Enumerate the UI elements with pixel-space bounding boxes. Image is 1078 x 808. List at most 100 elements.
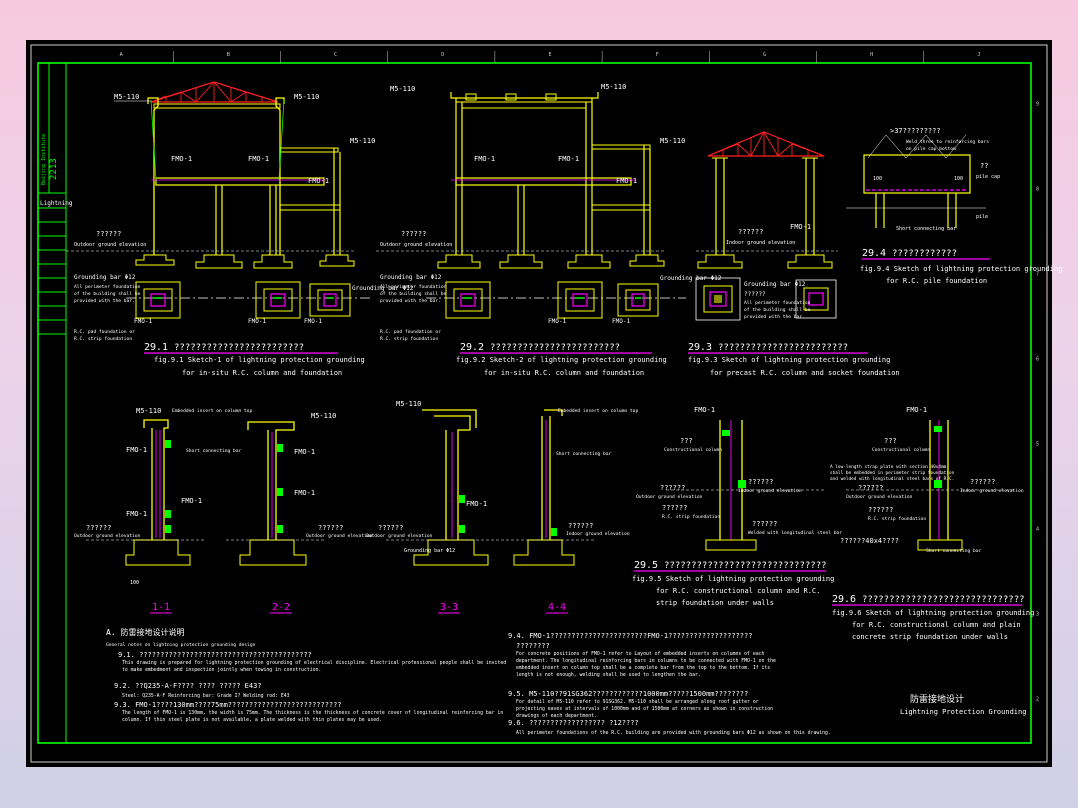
fig-9-1-subtitle-en: for in-situ R.C. column and foundation	[182, 369, 342, 377]
note-4-title-2: ????????	[516, 642, 550, 650]
fig-9-6-subtitle-en-2: concrete strip foundation under walls	[852, 633, 1008, 641]
q-label: ??????	[568, 522, 593, 530]
pad-note: R.C. pad foundation or	[380, 329, 441, 335]
embedded-insert-label: Embedded insert on column top	[172, 408, 252, 414]
indoor-ground-label: Indoor ground elevation	[566, 531, 630, 537]
grid-letter: D	[441, 52, 444, 58]
fmo-label: FMO-1	[906, 406, 927, 414]
grid-letter: E	[549, 52, 552, 58]
fig-9-3-title-en: fig.9.3 Sketch of lightning protection g…	[688, 356, 890, 364]
constructional-column-label: Constructional column	[664, 447, 722, 453]
q-label: ???	[884, 437, 897, 445]
pile-label: pile	[976, 214, 988, 220]
long-bar-note-2: shall be embedded in perimeter strip fou…	[830, 470, 955, 476]
outdoor-ground-label: Outdoor ground elevation	[366, 533, 433, 539]
grounding-bar-label: Grounding bar Φ12	[744, 281, 806, 288]
long-bar-note: A low-length strap plate with section 40…	[830, 464, 947, 470]
short-connect-label: Short connecting bar	[186, 448, 242, 454]
note-5-text: For detail of M5-110 refer to 91SG362. M…	[516, 700, 774, 719]
long-bar-note-3: and welded with longitudinal steel bars …	[830, 476, 954, 482]
m5-label: M5-110	[396, 400, 421, 408]
fig-9-2-title-en: fig.9.2 Sketch-2 of lightning protection…	[456, 356, 667, 364]
outdoor-ground-label: Outdoor ground elevation	[846, 494, 913, 500]
grounding-bar-label: Grounding bar Φ12	[380, 274, 442, 281]
note-3-title: 9.3. FMO-1????130mm????75mm?????????????…	[114, 701, 342, 709]
inner-frame	[37, 62, 1032, 744]
fig-9-4-number: 29.4	[862, 248, 886, 259]
pad-note-2: R.C. strip foundation	[380, 336, 438, 342]
fig-9-5-title-cn: ??????????????????????????????	[664, 561, 827, 571]
m5-label: M5-110	[350, 137, 375, 145]
grounding-bar-label: Grounding bar Φ12	[404, 548, 455, 554]
grid-number: 6	[1036, 357, 1039, 363]
q-label: ??????	[858, 484, 883, 492]
grounding-bar-label: Grounding bar Φ12	[660, 275, 722, 282]
q-label: ???	[680, 437, 693, 445]
perimeter-note: All perimeter foundation	[380, 284, 447, 290]
fig-9-5-title-en: fig.9.5 Sketch of lightning protection g…	[632, 575, 834, 583]
fmo-label: FMO-1	[612, 318, 630, 325]
perimeter-note: All perimeter foundation	[744, 300, 811, 306]
indoor-ground-label: Indoor ground elevation	[960, 488, 1024, 494]
fig-9-6-subtitle-en: for R.C. constructional column and plain	[852, 621, 1021, 629]
title-block-cn: 防雷接地设计	[910, 693, 964, 705]
fig-9-4-top-note: Weld three to reinforcing bars	[906, 139, 989, 145]
section-3-3: M5-110 FMO-1 ?????? Outdoor ground eleva…	[366, 400, 496, 614]
grounding-bar-label: Grounding bar Φ12	[74, 274, 136, 281]
pile-cap-label: pile cap	[976, 174, 1000, 180]
fmo-label: FMO-1	[248, 155, 269, 163]
fig-9-4-top-q: >37?????????	[890, 127, 941, 135]
note-4-text: For concrete positions of FMO-1 refer to…	[516, 652, 776, 678]
embedded-insert-label: Embedded insert on column top	[558, 408, 638, 414]
section-4-4-label: 4-4	[548, 602, 566, 613]
fig-9-3-title-cn: ????????????????????????	[718, 343, 848, 353]
constructional-column-label: Constructional column	[872, 447, 930, 453]
perimeter-note-3: provided with the bar.	[380, 298, 441, 304]
q-label: ??????	[86, 524, 111, 532]
grid-letter: G	[763, 52, 766, 58]
section-3-3-label: 3-3	[440, 602, 458, 613]
fig-9-3-elevation: ?????? Indoor ground elevation FMO-1	[696, 131, 838, 269]
indoor-ground-label: Indoor ground elevation	[726, 240, 795, 246]
fig-9-4-top-note-2: on pile cap bottom	[906, 146, 956, 152]
fig-9-3-subtitle-en: for precast R.C. column and socket found…	[710, 369, 900, 377]
fig-9-1-title-cn: ????????????????????????	[174, 343, 304, 353]
fmo-label: FMO-1	[294, 448, 315, 456]
perimeter-note-3: provided with the bar.	[74, 298, 135, 304]
notes-subheading: General notes on lightning protection gr…	[106, 642, 256, 648]
fmo-label: FMO-1	[466, 500, 487, 508]
m5-label: M5-110	[601, 83, 626, 91]
perimeter-note-2: of the building shall be	[744, 307, 811, 313]
grid-number: 9	[1036, 102, 1039, 108]
note-1-text: This drawing is prepared for lightning p…	[122, 661, 507, 673]
note-3-text: The length of FMO-1 is 130mm, the width …	[122, 711, 504, 723]
fig-9-5-detail: FMO-1 ??? Constructional column ?????? I…	[632, 406, 842, 607]
notes-heading: A. 防雷接地设计说明	[106, 627, 184, 637]
pile-q: ??	[980, 162, 988, 170]
section-1-1: M5-110 FMO-1 FMO-1 FMO-1 Embedded insert…	[74, 407, 252, 614]
m5-label: M5-110	[136, 407, 161, 415]
rc-strip-label: R.C. strip foundation	[662, 514, 720, 520]
fmo-label: FMO-1	[126, 446, 147, 454]
m5-label: M5-110	[390, 85, 415, 93]
grid-number: 4	[1036, 527, 1039, 533]
m5-label: M5-110	[294, 93, 319, 101]
rc-strip-label: R.C. strip foundation	[868, 516, 926, 522]
grounding-bar-label: Grounding bar Φ12	[352, 285, 414, 292]
perimeter-note-3: provided with the bar.	[744, 314, 805, 320]
pile-dim: 100	[130, 580, 139, 586]
fmo-label: FMO-1	[790, 223, 811, 231]
note-2-text: Steel: Q235-A·F Reinforcing bar: Grade I…	[122, 693, 290, 699]
fig-9-2-subtitle-en: for in-situ R.C. column and foundation	[484, 369, 644, 377]
grid-number: 3	[1036, 612, 1039, 618]
pad-note-2: R.C. strip foundation	[74, 336, 132, 342]
strip-project-code: 2213	[49, 158, 59, 180]
fig-9-2-caption: 29.2 ???????????????????????? fig.9.2 Sk…	[456, 342, 667, 377]
design-notes: A. 防雷接地设计说明 General notes on lightning p…	[106, 627, 831, 736]
fig-9-2-elevation: M5-110 M5-110 M5-110 FMO-1 FMO-1 FMO-1 ?…	[376, 83, 685, 269]
q-label: ??????	[970, 478, 995, 486]
indoor-ground-label: Indoor ground elevation	[738, 488, 802, 494]
fig-9-3-caption: 29.3 ???????????????????????? fig.9.3 Sk…	[688, 342, 900, 377]
q-label: ??????	[752, 520, 777, 528]
fig-9-1-title-en: fig.9.1 Sketch-1 of lightning protection…	[154, 356, 365, 364]
